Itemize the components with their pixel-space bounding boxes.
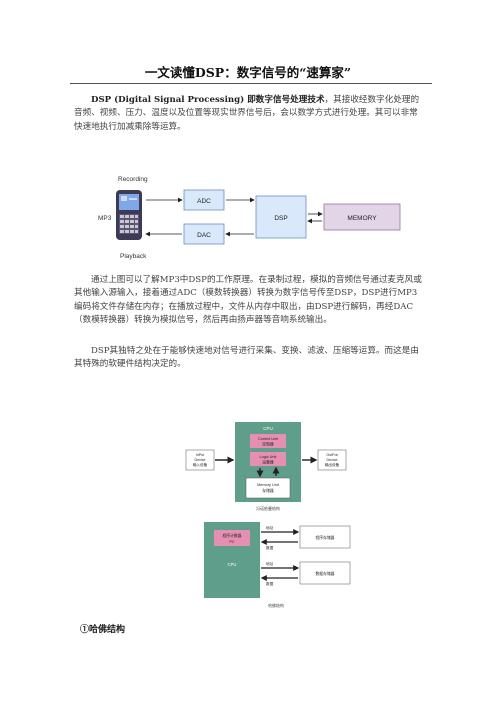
intro-lead: DSP (Digital Signal Processing) 即数字信号处理技… (91, 95, 325, 105)
title-divider (70, 83, 432, 84)
memory-unit-label: Memory Unit (257, 483, 279, 487)
address-label-1: 地址 (266, 525, 274, 530)
pc-label-line2: PC (229, 540, 235, 544)
data-label-2: 数据 (266, 581, 274, 586)
intro-rest: ，其接收经数字化处理的音频、视频、压力、温度以及位置等现实世界信号后，会以数学方… (74, 95, 420, 132)
recording-label: Recording (118, 176, 148, 183)
dac-box (183, 223, 225, 245)
logic-unit-box (250, 452, 286, 466)
output-device-label-line-2: Device (327, 458, 338, 462)
intro-paragraph: DSP (Digital Signal Processing) 即数字信号处理技… (74, 94, 424, 134)
mp3-label: MP3 (98, 215, 112, 222)
von-neumann-diagram: CPU Control Unit 控制器 Logic Unit 运算器 Memo… (185, 422, 347, 511)
program-memory-box (299, 525, 351, 549)
harvard-diagram: 程序计数器 PC CPU 程序存储器 数据存储器 地址 数据 地址 数据 哈佛结… (204, 522, 351, 608)
dsp-feature-paragraph: DSP其独特之处在于能够快速地对信号进行采集、变换、滤波、压缩等运算。而这是由其… (74, 346, 419, 370)
data-memory-box (299, 561, 351, 585)
dsp-label: DSP (274, 215, 287, 222)
output-device-label-line-1: OutPut (326, 453, 337, 457)
mp3-player-icon (116, 190, 142, 240)
input-device-box (185, 449, 215, 471)
mp3-dsp-diagram: Recording Playback MP3 ADC DAC DSP MEMOR… (98, 176, 401, 260)
data-memory-label: 数据存储器 (316, 571, 335, 576)
section-heading-harvard: ①哈佛结构 (80, 625, 126, 635)
page-title: 一文读懂DSP：数字信号的“速算家” (144, 65, 352, 80)
harvard-cpu-label: CPU (228, 562, 237, 567)
pc-box (214, 530, 250, 546)
input-device-label-line-1: InPut (196, 453, 204, 457)
playback-label: Playback (120, 253, 147, 260)
mp3-explanation-paragraph: 通过上图可以了解MP3中DSP的工作原理。在录制过程，模拟的音频信号通过麦克风或… (74, 275, 422, 325)
memory-unit-box (245, 477, 291, 499)
adc-label: ADC (197, 198, 211, 205)
cpu-label: CPU (263, 426, 273, 431)
output-device-label-line-3: 输出设备 (325, 462, 340, 467)
logic-unit-label: Logic Unit (260, 455, 278, 459)
memory-box (323, 203, 401, 231)
input-device-label-line-3: 输入设备 (193, 462, 208, 467)
dac-label: DAC (197, 232, 211, 239)
von-neumann-caption: 冯诺依曼结构 (256, 505, 280, 511)
memory-unit-cn-label: 存储器 (262, 488, 274, 493)
dsp-box (255, 195, 307, 239)
program-memory-label: 程序存储器 (316, 535, 335, 540)
adc-box (183, 189, 225, 211)
control-unit-box (250, 434, 286, 448)
input-device-label-line-2: Device (195, 458, 206, 462)
control-unit-cn-label: 控制器 (262, 442, 274, 447)
data-label-1: 数据 (266, 545, 274, 550)
control-unit-label: Control Unit (258, 437, 279, 441)
memory-label: MEMORY (347, 215, 377, 222)
pc-label-line1: 程序计数器 (223, 533, 242, 538)
harvard-caption: 哈佛结构 (268, 602, 284, 608)
logic-unit-cn-label: 运算器 (262, 460, 274, 465)
output-device-box (317, 449, 347, 471)
address-label-2: 地址 (266, 561, 274, 566)
